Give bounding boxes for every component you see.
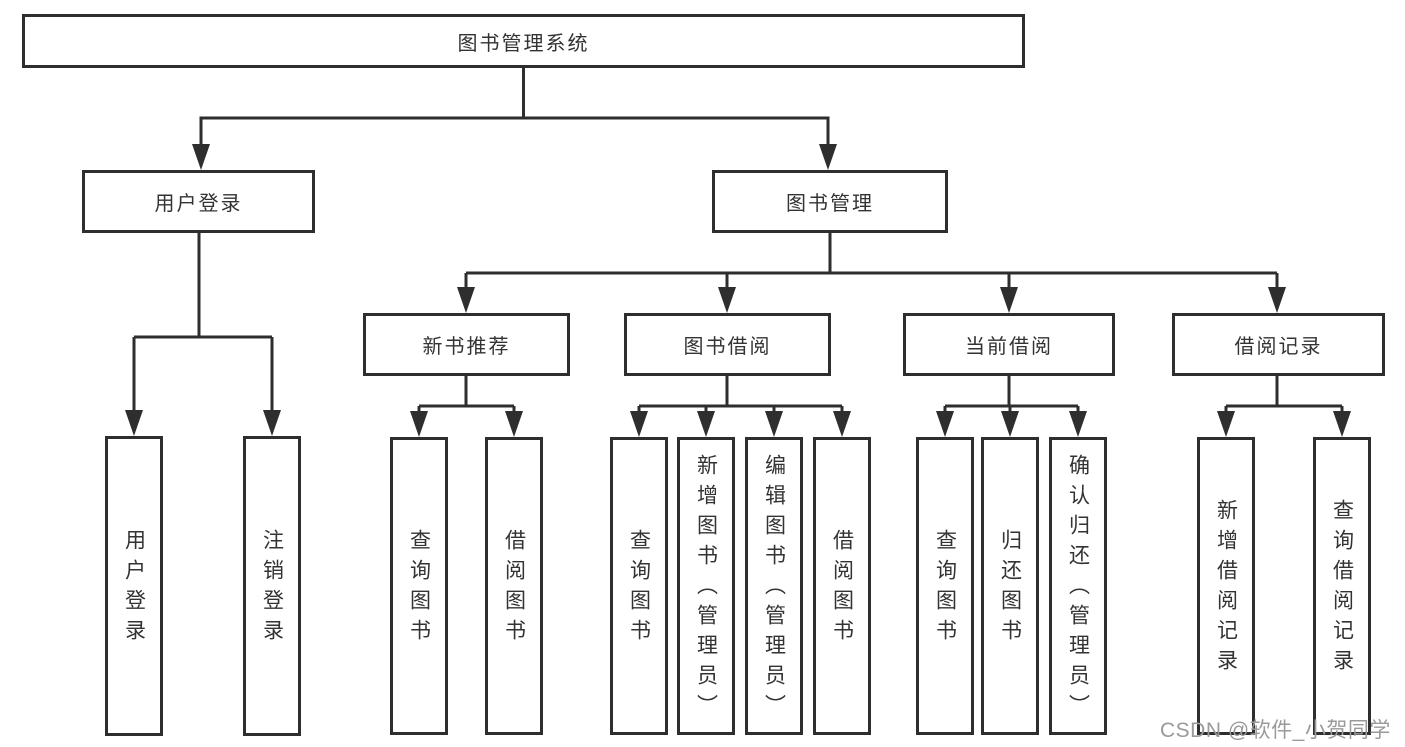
csdn-watermark: CSDN @软件_小贺同学 bbox=[1160, 719, 1391, 742]
leaf-borrow-book: 借阅图书 bbox=[813, 437, 871, 735]
leaf-borrow-book-recommend: 借阅图书 bbox=[485, 437, 543, 735]
node-root: 图书管理系统 bbox=[22, 14, 1025, 68]
node-book-management: 图书管理 bbox=[712, 170, 948, 233]
node-book-borrow: 图书借阅 bbox=[624, 313, 831, 376]
leaf-add-borrow-record: 新增借阅记录 bbox=[1197, 437, 1255, 735]
leaf-query-borrow-record: 查询借阅记录 bbox=[1313, 437, 1371, 735]
leaf-query-book-recommend: 查询图书 bbox=[390, 437, 448, 735]
leaf-user-login: 用户登录 bbox=[105, 436, 163, 736]
leaf-confirm-return-admin: 确认归还（管理员） bbox=[1049, 437, 1107, 735]
node-current-borrow: 当前借阅 bbox=[903, 313, 1115, 376]
leaf-query-book-borrow: 查询图书 bbox=[610, 437, 668, 735]
leaf-query-book-current: 查询图书 bbox=[916, 437, 974, 735]
leaf-logout: 注销登录 bbox=[243, 436, 301, 736]
leaf-return-book: 归还图书 bbox=[981, 437, 1039, 735]
node-user-login: 用户登录 bbox=[82, 170, 315, 233]
node-borrow-records: 借阅记录 bbox=[1172, 313, 1385, 376]
node-new-book-recommend: 新书推荐 bbox=[363, 313, 570, 376]
leaf-add-book-admin: 新增图书（管理员） bbox=[677, 437, 735, 735]
leaf-edit-book-admin: 编辑图书（管理员） bbox=[745, 437, 803, 735]
